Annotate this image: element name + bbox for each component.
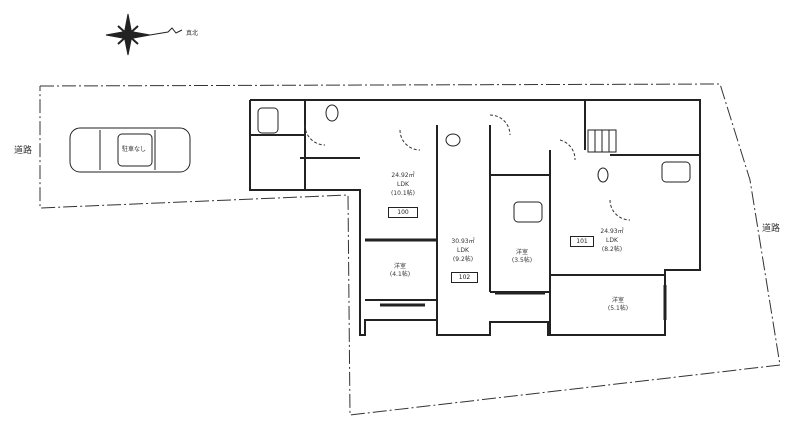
unit-101-type: LDK bbox=[606, 237, 618, 244]
bedroom-102-size: (3.5帖) bbox=[511, 257, 533, 264]
unit-100-size: (10.1帖) bbox=[390, 190, 416, 197]
bathtub-icon bbox=[661, 161, 691, 183]
unit-102-number: 102 bbox=[451, 272, 478, 283]
toilet-icon bbox=[325, 104, 339, 122]
bathtub-icon bbox=[257, 107, 279, 134]
road-label-right: 道路 bbox=[762, 224, 781, 234]
toilet-icon bbox=[445, 133, 461, 147]
unit-100-area: 24.92㎡ bbox=[391, 172, 415, 179]
unit-102-size: (9.2帖) bbox=[452, 256, 474, 263]
unit-100-type: LDK bbox=[397, 181, 409, 188]
unit-102-area: 30.93㎡ bbox=[451, 238, 475, 245]
bedroom-102-label: 洋室 bbox=[515, 249, 528, 256]
bedroom-100-size: (4.1帖) bbox=[389, 271, 411, 278]
road-label-left: 道路 bbox=[14, 146, 33, 156]
unit-100-number: 100 bbox=[388, 207, 418, 218]
bedroom-101-label: 洋室 bbox=[611, 297, 624, 304]
windows bbox=[365, 238, 667, 320]
bathtub-icon bbox=[513, 201, 543, 223]
door-swings bbox=[304, 114, 631, 221]
unit-101-area: 24.93㎡ bbox=[600, 228, 624, 235]
unit-101-number: 101 bbox=[570, 236, 594, 247]
bedroom-101-size: (5.1帖) bbox=[607, 305, 629, 312]
site-boundary bbox=[39, 83, 781, 416]
parking-label: 駐車なし bbox=[122, 146, 147, 153]
unit-102-type: LDK bbox=[457, 247, 469, 254]
compass-label: 真北 bbox=[186, 30, 199, 37]
stairs bbox=[587, 129, 617, 153]
car-icon bbox=[69, 127, 191, 173]
fixtures bbox=[257, 104, 691, 223]
bedroom-100-label: 洋室 bbox=[393, 263, 406, 270]
compass-rose-icon bbox=[105, 13, 183, 56]
toilet-icon bbox=[597, 167, 609, 183]
building-walls bbox=[249, 99, 701, 336]
unit-101-size: (8.2帖) bbox=[601, 246, 623, 253]
